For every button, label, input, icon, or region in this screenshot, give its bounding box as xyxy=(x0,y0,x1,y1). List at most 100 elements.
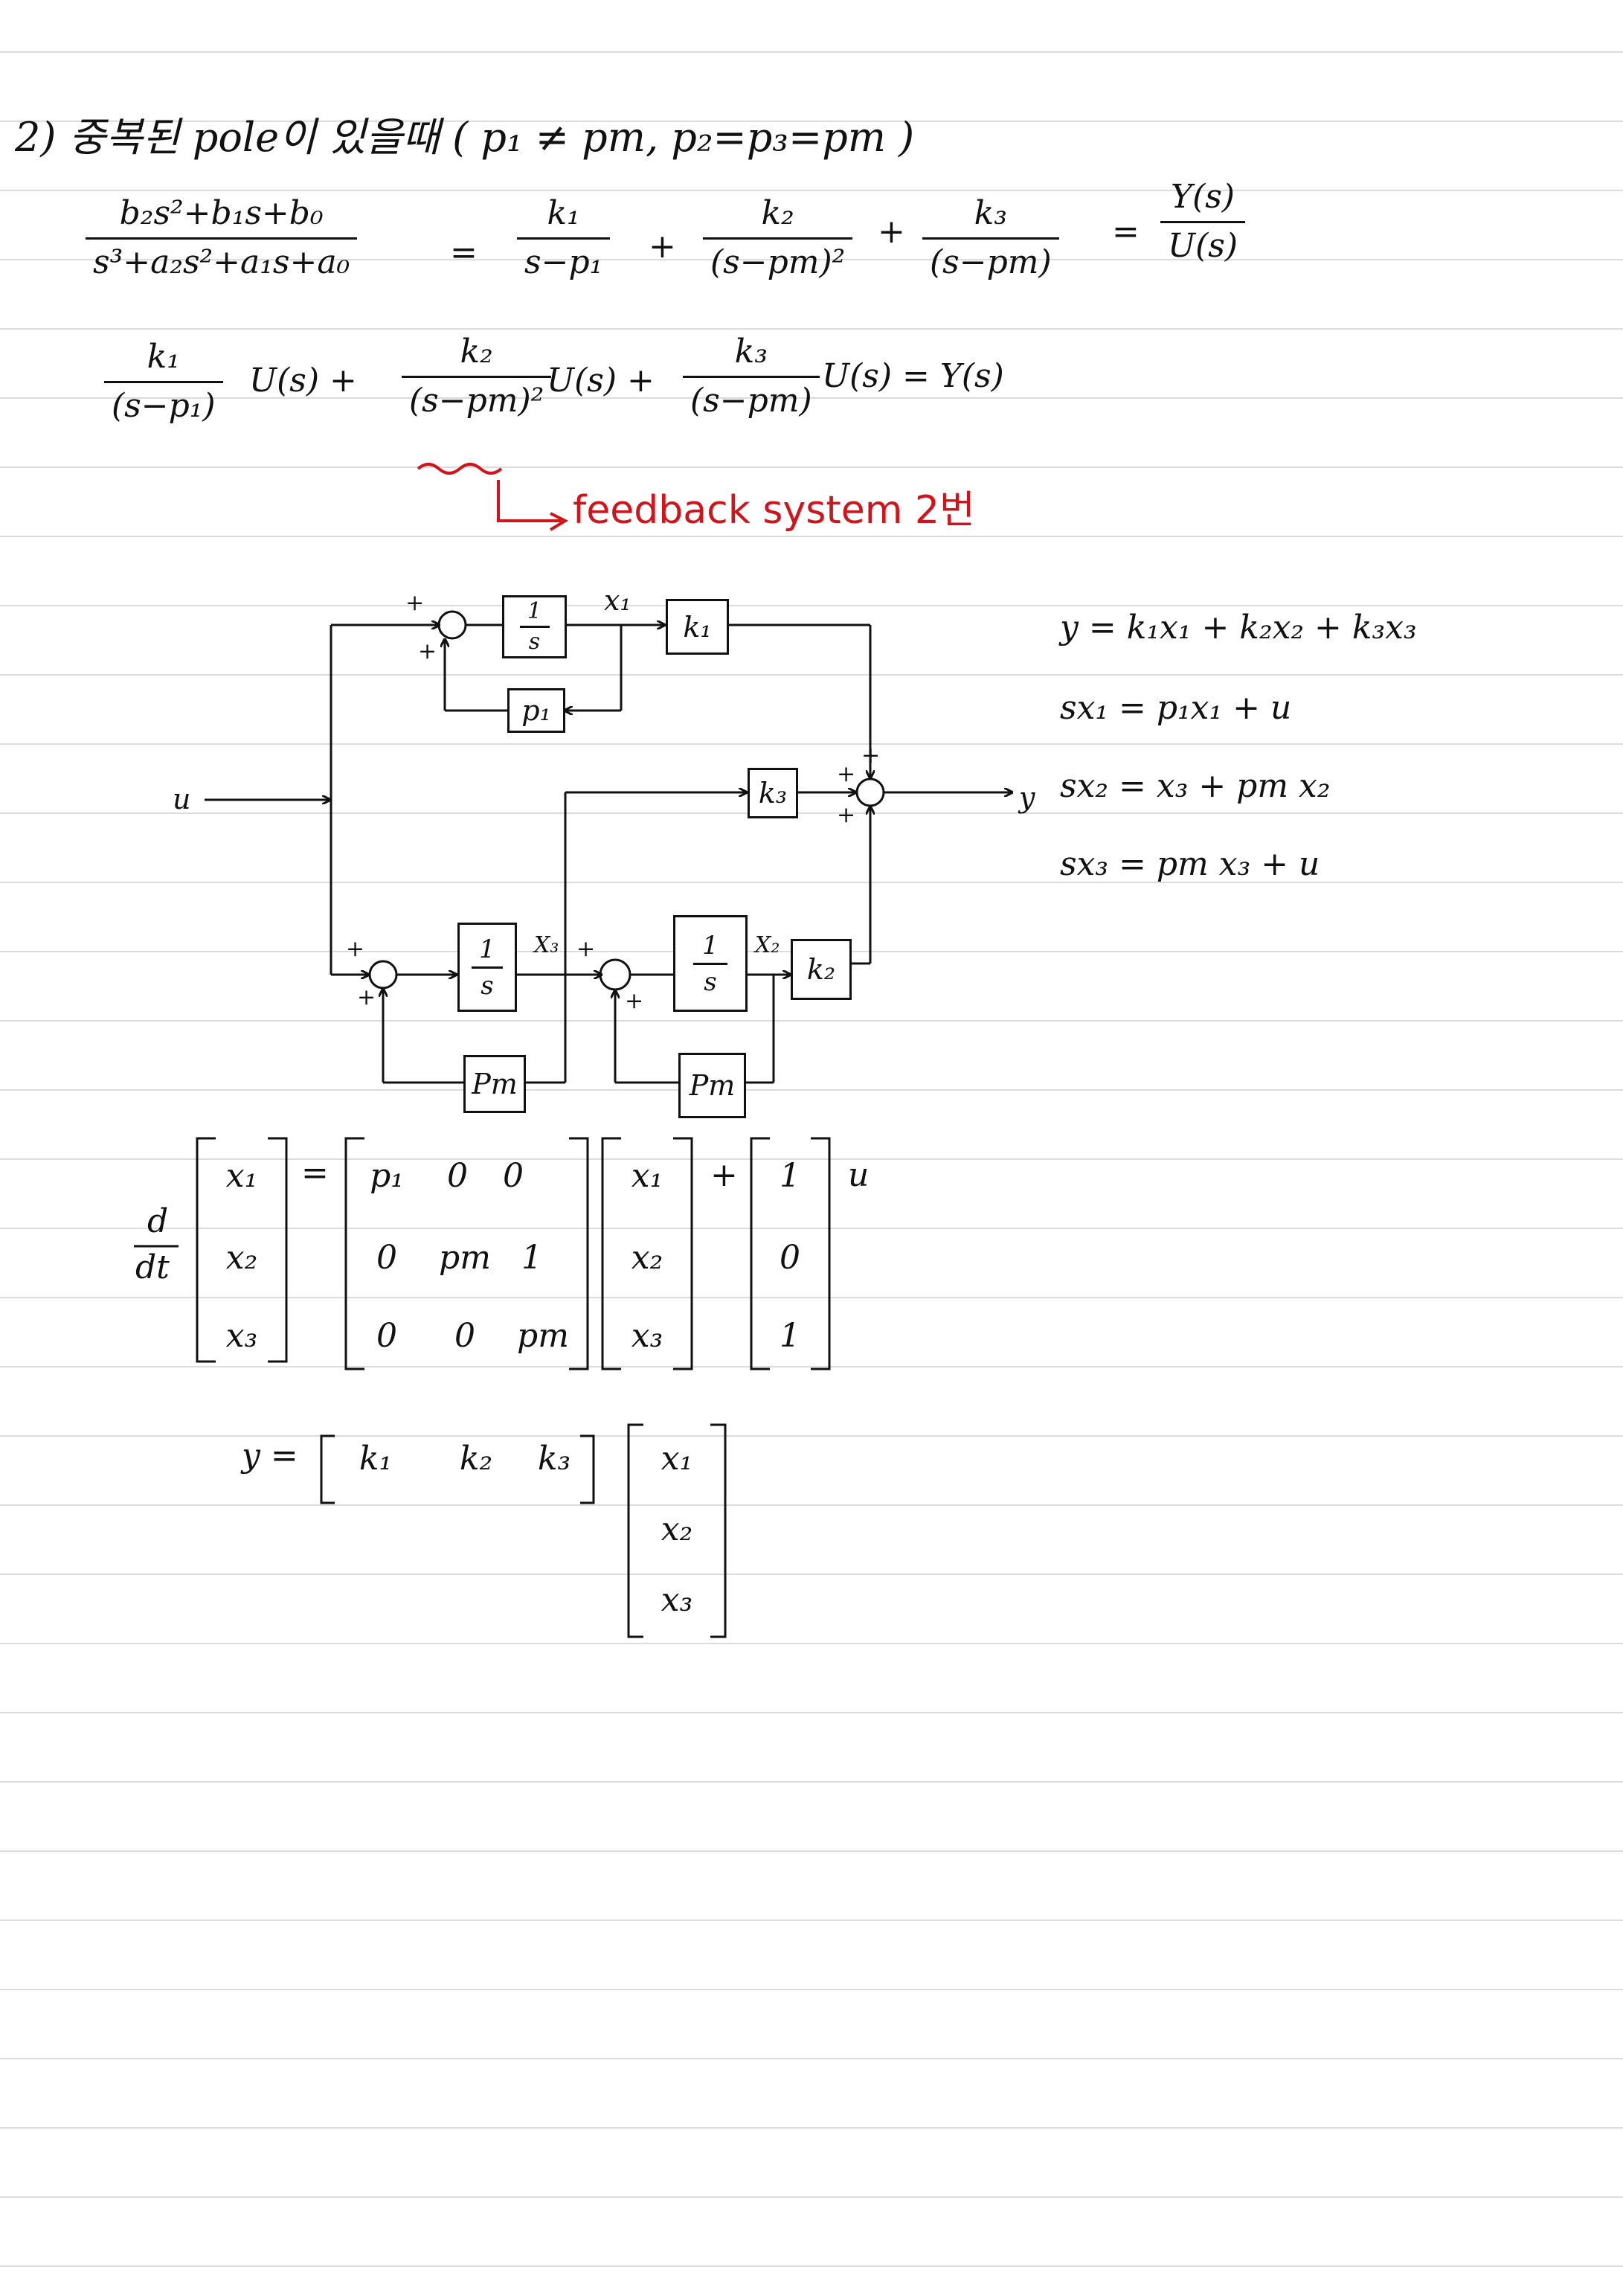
fraction-bar xyxy=(683,375,820,378)
expansion-term1-num: k₁ xyxy=(147,338,180,376)
squiggle-underline xyxy=(417,463,503,475)
fraction-bar xyxy=(693,962,727,965)
fraction-bar xyxy=(472,966,503,969)
plus-sign: + xyxy=(576,936,595,962)
state-equation-2: sx₂ = x₃ + pm x₂ xyxy=(1060,767,1331,805)
output-x-1: x₁ xyxy=(661,1440,693,1478)
input-label: u xyxy=(173,783,190,815)
expansion-term3: k₃ (s−pm) xyxy=(683,333,820,420)
tf-term3: k₃ (s−pm) xyxy=(922,194,1059,281)
x-vector-3: x₃ xyxy=(225,1317,258,1355)
output-x-2: x₂ xyxy=(661,1510,693,1548)
feedback-note: feedback system 2번 xyxy=(573,488,975,533)
rhs-x-vector-1: x₁ xyxy=(631,1157,663,1195)
expansion-term2: k₂ (s−pm)² xyxy=(402,333,552,420)
output-y-label: y = xyxy=(242,1437,298,1475)
tf-term1: k₁ s−p₁ xyxy=(517,194,611,281)
tf-term2: k₂ (s−pm)² xyxy=(703,194,853,281)
y-x-bracket-left xyxy=(627,1423,643,1638)
matrix-equals: = xyxy=(301,1154,329,1192)
B-1: 1 xyxy=(780,1157,800,1195)
output-x-3: x₃ xyxy=(661,1581,693,1619)
gain-pm-block-1: Pm xyxy=(463,1055,526,1113)
tf-term3-den: (s−pm) xyxy=(930,243,1052,281)
equals-sign: = xyxy=(450,234,478,272)
x-vector-1: x₁ xyxy=(225,1157,258,1195)
input-u: u xyxy=(848,1156,870,1194)
ddt-numerator: d xyxy=(147,1202,169,1240)
integrator-num: 1 xyxy=(527,598,542,624)
expansion-term3-den: (s−pm) xyxy=(690,381,812,420)
A-bracket-left xyxy=(344,1137,364,1370)
plus-sign: + xyxy=(418,638,437,664)
plus-sign: + xyxy=(357,984,376,1010)
red-arrowhead xyxy=(549,512,569,531)
expansion-term1: k₁ (s−p₁) xyxy=(104,338,223,425)
rhs-x-vector-3: x₃ xyxy=(631,1317,663,1355)
plus-sign: + xyxy=(861,743,880,769)
sum-junction-1 xyxy=(437,610,467,640)
expansion-u3: U(s) = Y(s) xyxy=(822,357,1004,395)
x2-bracket-right xyxy=(673,1137,693,1370)
A-21: 0 xyxy=(376,1239,397,1277)
B-3: 1 xyxy=(780,1317,800,1355)
C-1: k₁ xyxy=(359,1440,393,1478)
expansion-term2-den: (s−pm)² xyxy=(409,381,544,420)
A-32: 0 xyxy=(454,1317,475,1355)
plus-sign: + xyxy=(837,761,855,787)
equals-sign: = xyxy=(1112,213,1140,251)
x2-bracket-left xyxy=(601,1137,621,1370)
A-22: pm xyxy=(439,1239,491,1277)
red-annotation-marks xyxy=(417,463,569,531)
A-11: p₁ xyxy=(370,1157,404,1195)
A-33: pm xyxy=(517,1317,569,1355)
tf-term3-num: k₃ xyxy=(974,194,1007,232)
gain-pm-block-2: Pm xyxy=(678,1053,746,1118)
integrator-block-3: 1 s xyxy=(457,923,517,1012)
matrix-plus: + xyxy=(710,1156,738,1194)
fraction-bar xyxy=(703,237,853,240)
x1-label: x₁ xyxy=(604,584,631,617)
output-equation: y = k₁x₁ + k₂x₂ + k₃x₃ xyxy=(1060,609,1417,647)
fraction-bar xyxy=(86,237,358,240)
gain-k2-block: k₂ xyxy=(791,939,852,1000)
A-23: 1 xyxy=(521,1239,542,1277)
gain-k1-block: k₁ xyxy=(666,599,729,655)
x2-label: X₂ xyxy=(753,932,780,958)
C-2: k₂ xyxy=(459,1440,493,1478)
tf-lhs-fraction: b₂s²+b₁s+b₀ s³+a₂s²+a₁s+a₀ xyxy=(86,194,358,281)
tf-term1-den: s−p₁ xyxy=(524,243,603,281)
red-arrow xyxy=(497,480,562,522)
expansion-u2: U(s) + xyxy=(547,362,655,400)
expansion-u1: U(s) + xyxy=(249,362,357,400)
output-label: y xyxy=(1018,781,1035,814)
output-sum-junction xyxy=(855,777,885,807)
ddt-denominator: dt xyxy=(135,1248,170,1286)
rhs-x-vector-2: x₂ xyxy=(631,1239,663,1277)
state-equation-1: sx₁ = p₁x₁ + u xyxy=(1060,689,1292,727)
C-bracket-right xyxy=(580,1434,595,1504)
fraction-bar xyxy=(104,380,223,383)
integrator-num: 1 xyxy=(479,934,495,964)
block-diagram: + + + + + + + + + u y x₁ X₃ X₂ xyxy=(173,584,1035,1084)
B-2: 0 xyxy=(780,1239,800,1277)
fraction-bar xyxy=(1160,220,1245,223)
matrix-brackets xyxy=(134,1137,831,1638)
plus-sign: + xyxy=(405,590,424,616)
tf-term1-num: k₁ xyxy=(547,194,580,232)
gain-k3-block: k₃ xyxy=(748,768,798,818)
integrator-num: 1 xyxy=(702,930,719,961)
section-heading: 2) 중복된 pole이 있을때 ( p₁ ≠ pm, p₂=p₃=pm ) xyxy=(15,114,915,161)
integrator-block-1: 1 s xyxy=(502,595,567,658)
y-x-bracket-right xyxy=(710,1423,727,1638)
A-13: 0 xyxy=(503,1157,524,1195)
integrator-block-2: 1 s xyxy=(673,915,748,1012)
fraction-bar xyxy=(519,626,550,628)
tf-term2-num: k₂ xyxy=(761,194,794,232)
x-vector-2: x₂ xyxy=(225,1239,258,1277)
B-bracket-left xyxy=(750,1137,770,1370)
state-equation-3: sx₃ = pm x₃ + u xyxy=(1060,845,1320,883)
tf-lhs-denominator: s³+a₂s²+a₁s+a₀ xyxy=(93,243,350,281)
fraction-bar xyxy=(517,237,611,240)
plus-sign: + xyxy=(837,802,855,828)
